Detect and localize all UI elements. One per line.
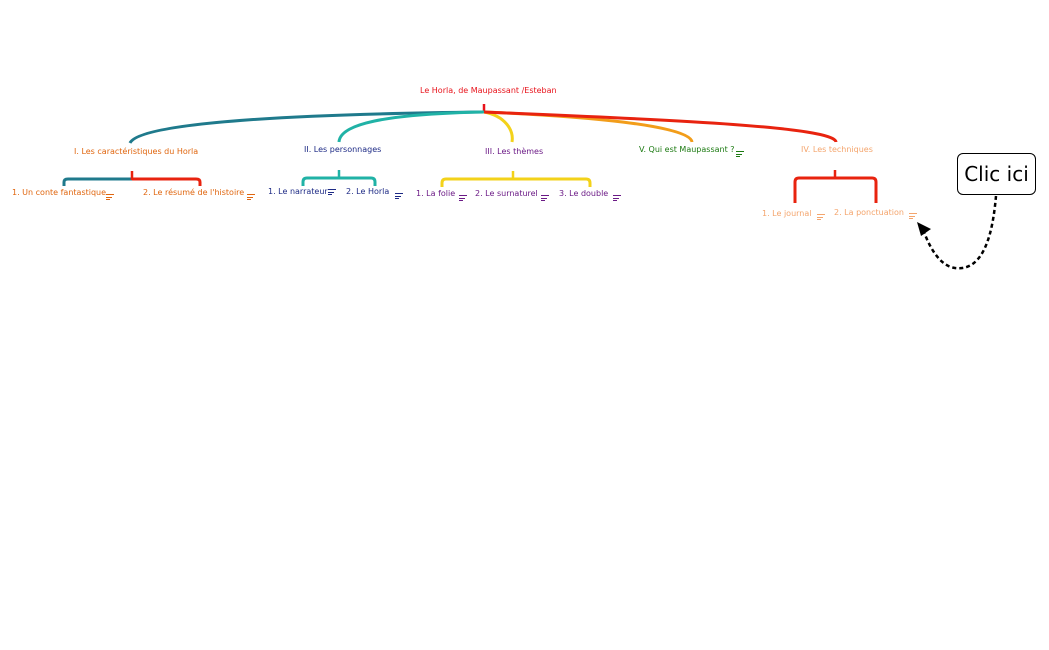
branch-node-5[interactable]: IV. Les techniques bbox=[801, 145, 873, 154]
bracket-1-left bbox=[62, 177, 132, 186]
note-icon[interactable] bbox=[395, 193, 403, 199]
branch-node-3[interactable]: III. Les thèmes bbox=[485, 147, 544, 156]
branch-node-2[interactable]: II. Les personnages bbox=[304, 145, 382, 154]
branch-link-3 bbox=[483, 110, 514, 143]
note-icon[interactable] bbox=[613, 195, 621, 201]
note-icon[interactable] bbox=[541, 195, 549, 201]
note-icon[interactable] bbox=[106, 194, 114, 200]
note-icon[interactable] bbox=[736, 151, 744, 157]
note-icon[interactable] bbox=[459, 195, 467, 201]
branch-link-1 bbox=[128, 110, 485, 144]
note-icon[interactable] bbox=[817, 214, 825, 220]
leaf-node-1-1[interactable]: 1. Un conte fantastique bbox=[12, 188, 107, 197]
bracket-3 bbox=[440, 177, 592, 187]
leaf-node-5-2[interactable]: 2. La ponctuation bbox=[834, 208, 904, 217]
leaf-node-3-1[interactable]: 1. La folie bbox=[416, 189, 456, 198]
leaf-node-2-2[interactable]: 2. Le Horla bbox=[346, 187, 390, 196]
callout-arrow bbox=[922, 195, 998, 270]
note-icon[interactable] bbox=[909, 213, 917, 219]
leaf-node-3-3[interactable]: 3. Le double bbox=[559, 189, 609, 198]
branch-node-4[interactable]: V. Qui est Maupassant ? bbox=[639, 145, 735, 154]
callout-arrowhead bbox=[917, 222, 931, 236]
leaf-node-5-1[interactable]: 1. Le journal bbox=[762, 209, 812, 218]
leaf-node-1-2[interactable]: 2. Le résumé de l'histoire bbox=[143, 188, 245, 197]
leaf-node-3-2[interactable]: 2. Le surnaturel bbox=[475, 189, 538, 198]
click-here-callout[interactable]: Clic ici bbox=[957, 153, 1036, 195]
leaf-node-2-1[interactable]: 1. Le narrateur bbox=[268, 187, 328, 196]
bracket-5 bbox=[793, 176, 878, 203]
branch-node-1[interactable]: I. Les caractéristiques du Horla bbox=[74, 147, 199, 156]
bracket-1-right bbox=[132, 177, 202, 186]
note-icon[interactable] bbox=[328, 189, 336, 195]
bracket-2 bbox=[301, 176, 377, 186]
branch-link-2 bbox=[337, 110, 485, 143]
root-node[interactable]: Le Horla, de Maupassant /Esteban bbox=[420, 86, 557, 95]
branch-link-5 bbox=[483, 110, 838, 143]
note-icon[interactable] bbox=[247, 194, 255, 200]
